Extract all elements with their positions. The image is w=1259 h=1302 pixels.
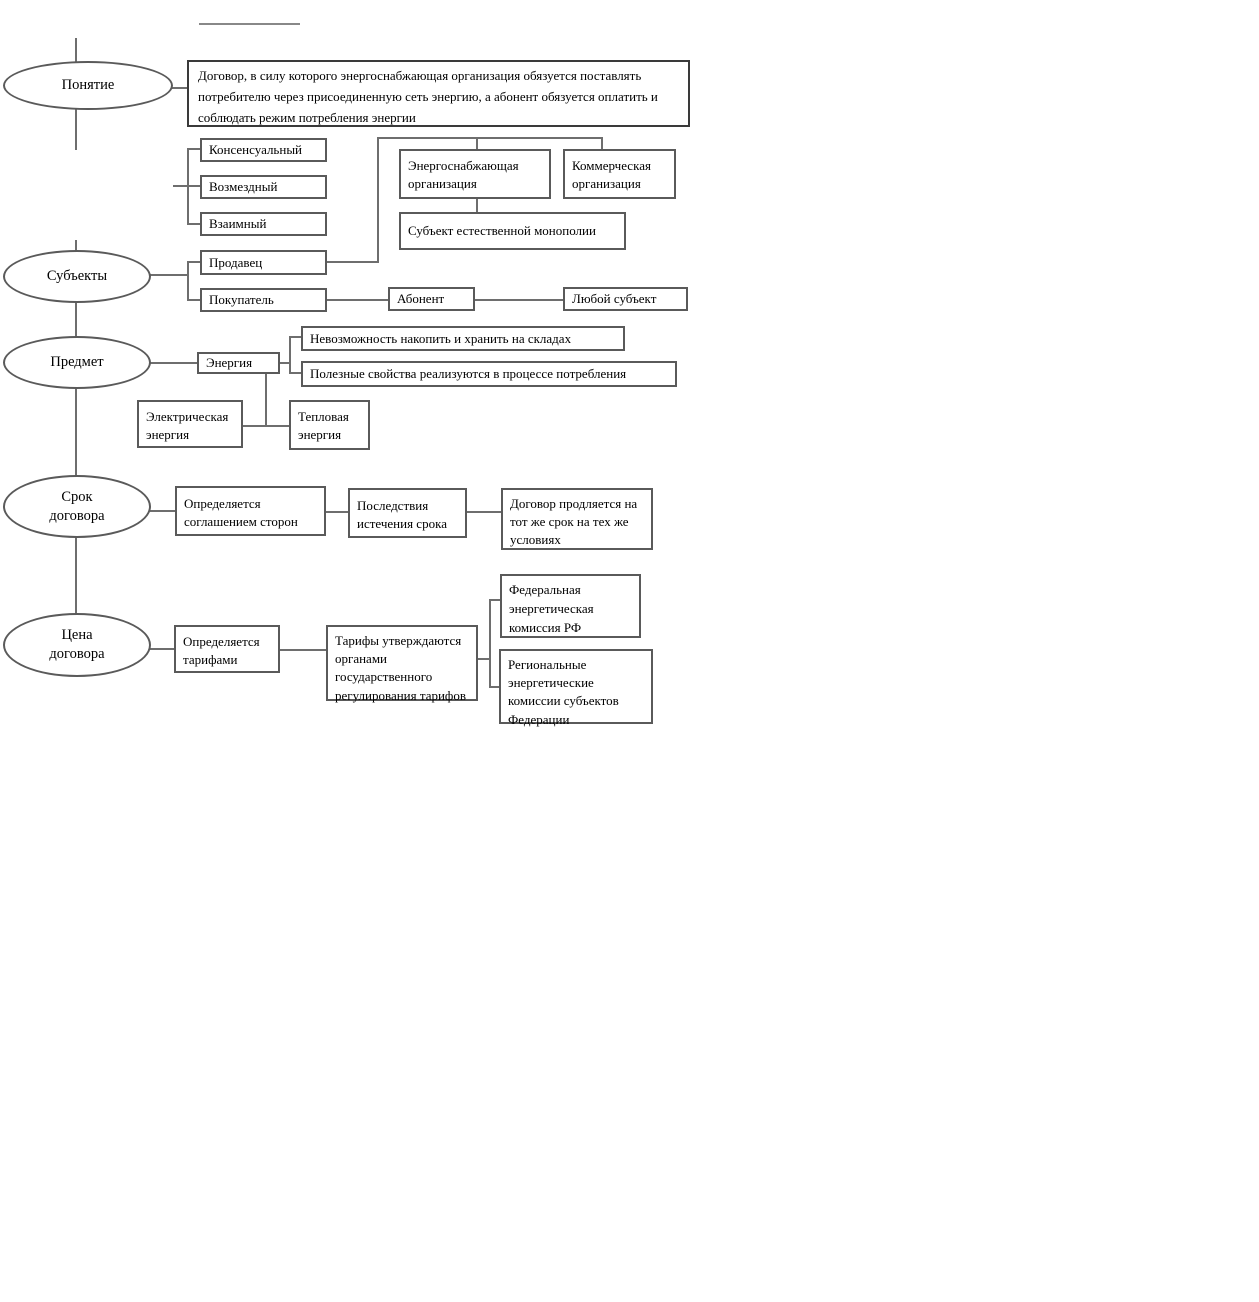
box-tariffs-approved: Тарифы утверждаются органами государстве… bbox=[326, 625, 478, 703]
connector-line bbox=[327, 299, 388, 301]
connector-line bbox=[475, 299, 563, 301]
box-energy: Энергия bbox=[197, 352, 280, 374]
connector-line bbox=[476, 137, 478, 149]
connector-line bbox=[489, 599, 500, 601]
ellipse-predmet: Предмет bbox=[3, 336, 151, 389]
box-prolongation: Договор продляется на тот же срок на тех… bbox=[501, 488, 653, 550]
box-mutual: Взаимный bbox=[200, 212, 327, 236]
ellipse-ponyatie: Понятие bbox=[3, 61, 173, 110]
ellipse-subekty: Субъекты bbox=[3, 250, 151, 303]
spine-line bbox=[75, 388, 77, 477]
box-useful-properties: Полезные свойства реализуются в процессе… bbox=[301, 361, 677, 387]
box-onerous: Возмездный bbox=[200, 175, 327, 199]
box-abonent: Абонент bbox=[388, 287, 475, 311]
box-any-subject: Любой субъект bbox=[563, 287, 688, 311]
box-supplying-org: Энергоснабжающая организация bbox=[399, 149, 551, 199]
connector-line bbox=[326, 511, 348, 513]
box-regional-commissions: Региональные энергетические комиссии суб… bbox=[499, 649, 653, 727]
connector-line bbox=[280, 362, 291, 364]
connector-line bbox=[187, 223, 200, 225]
connector-line bbox=[289, 336, 301, 338]
connector-line bbox=[489, 686, 499, 688]
top-rule bbox=[199, 23, 300, 25]
connector-line bbox=[327, 261, 379, 263]
connector-line bbox=[243, 425, 289, 427]
connector-line bbox=[377, 137, 603, 139]
ellipse-srok: Срок договора bbox=[3, 475, 151, 538]
connector-line bbox=[377, 137, 379, 263]
connector-line bbox=[476, 199, 478, 212]
connector-line bbox=[187, 185, 200, 187]
spine-line bbox=[75, 240, 77, 254]
box-definition: Договор, в силу которого энергоснабжающа… bbox=[187, 60, 690, 127]
connector-line bbox=[187, 148, 200, 150]
box-thermal-energy: Тепловая энергия bbox=[289, 400, 370, 450]
box-commercial-org: Коммерческая организация bbox=[563, 149, 676, 199]
connector-line bbox=[601, 137, 603, 149]
box-natural-monopoly: Субъект естественной монополии bbox=[399, 212, 626, 250]
connector-line bbox=[150, 510, 175, 512]
box-buyer: Покупатель bbox=[200, 288, 327, 312]
connector-line bbox=[187, 261, 200, 263]
box-expiry-consequences: Последствия истечения срока bbox=[348, 488, 467, 538]
box-consensual: Консенсуальный bbox=[200, 138, 327, 162]
connector-line bbox=[150, 648, 174, 650]
box-seller: Продавец bbox=[200, 250, 327, 275]
ellipse-tsena: Цена договора bbox=[3, 613, 151, 677]
connector-line bbox=[187, 299, 200, 301]
connector-line bbox=[478, 658, 491, 660]
connector-line bbox=[173, 185, 188, 187]
connector-line bbox=[172, 87, 188, 89]
connector-line bbox=[467, 511, 501, 513]
bracket-line bbox=[187, 261, 189, 301]
connector-line bbox=[150, 362, 197, 364]
box-cannot-store: Невозможность накопить и хранить на скла… bbox=[301, 326, 625, 351]
spine-line bbox=[75, 536, 77, 615]
connector-line bbox=[289, 372, 301, 374]
box-by-agreement: Определяется соглашением сторон bbox=[175, 486, 326, 536]
connector-line bbox=[280, 649, 326, 651]
connector-line bbox=[150, 274, 188, 276]
spine-line bbox=[75, 300, 77, 338]
bracket-line bbox=[289, 336, 291, 374]
box-electric-energy: Электрическая энергия bbox=[137, 400, 243, 448]
connector-line bbox=[265, 374, 267, 427]
box-federal-commission: Федеральная энергетическая комиссия РФ bbox=[500, 574, 641, 638]
box-by-tariffs: Определяется тарифами bbox=[174, 625, 280, 673]
bracket-line bbox=[489, 599, 491, 688]
